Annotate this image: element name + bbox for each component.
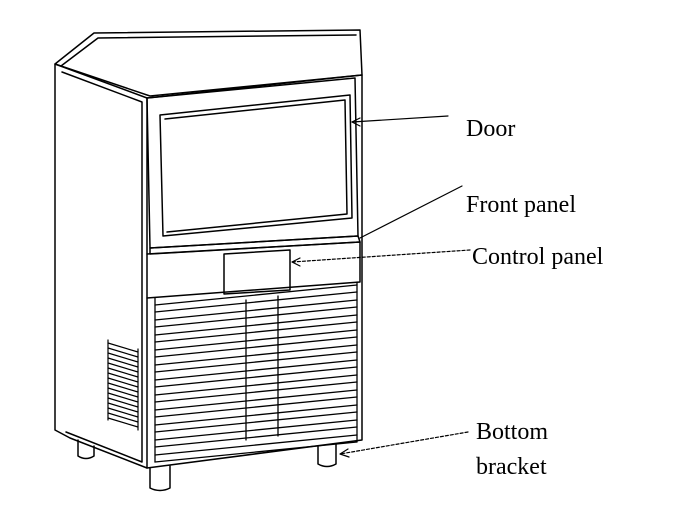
door-inner: [159, 94, 353, 237]
door-arrowhead: [351, 117, 361, 127]
cabinet-front: [146, 74, 363, 469]
cabinet-top-inner-edge: [60, 34, 357, 67]
door-bottom-lip: [149, 235, 361, 255]
control-panel-window: [223, 249, 291, 295]
feet: [77, 439, 337, 492]
front-louvers: [154, 281, 358, 463]
front-panel-band: [146, 241, 361, 299]
label-bottom: Bottom: [476, 419, 549, 445]
cabinet-left-side-inner: [61, 71, 143, 463]
door-outer: [146, 77, 359, 249]
label-control-panel: Control panel: [472, 244, 604, 270]
label-front-panel: Front panel: [466, 192, 576, 218]
bottom-bracket-leader: [339, 431, 469, 455]
side-vent-grille: [107, 339, 139, 431]
cabinet-left-side: [54, 63, 148, 469]
foot-front-left: [149, 465, 171, 492]
front-panel-leader: [359, 185, 463, 239]
label-door: Door: [466, 116, 516, 142]
cabinet-top: [54, 29, 363, 97]
control-panel-arrowhead: [291, 257, 301, 267]
leader-lines: [291, 115, 471, 458]
foot-back-left: [77, 439, 95, 460]
control-panel-leader: [291, 249, 471, 263]
door-leader: [351, 115, 449, 123]
foot-front-right: [317, 443, 337, 468]
bottom-bracket-arrowhead: [339, 448, 350, 458]
door-inner-edge: [164, 99, 348, 233]
label-bracket: bracket: [476, 454, 547, 480]
